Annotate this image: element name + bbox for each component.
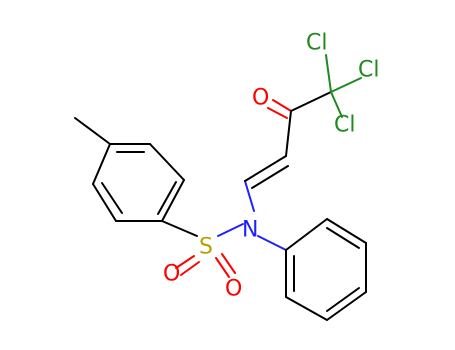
bond-c-cl-bottom bbox=[330, 91, 343, 118]
bond-ph-4 bbox=[326, 291, 367, 321]
bond-ring-3-inner bbox=[157, 181, 177, 215]
atom-label-o-sulfonyl-right: O bbox=[225, 277, 242, 302]
bond-s-n bbox=[217, 223, 244, 237]
bond-methyl-ring bbox=[74, 117, 111, 145]
atom-label-s: S bbox=[199, 235, 213, 260]
bond-s-o-left-2 bbox=[180, 261, 200, 276]
bond-vinyl-carbonyl bbox=[285, 110, 292, 157]
sulfonyl-group bbox=[161, 220, 244, 278]
bond-ph-4-inner bbox=[326, 287, 360, 312]
bond-ph-5 bbox=[285, 296, 328, 321]
bond-s-o-left-1 bbox=[175, 255, 195, 269]
bond-vinyl-double-2 bbox=[251, 165, 289, 189]
bond-co-1 bbox=[272, 99, 292, 112]
atom-label-o-sulfonyl-left: O bbox=[163, 262, 180, 287]
bond-vinyl-double-1 bbox=[244, 155, 287, 182]
atom-label-cl-bottom: Cl bbox=[334, 113, 355, 138]
atom-label-cl-right: Cl bbox=[358, 58, 379, 83]
bond-ph-1 bbox=[285, 218, 328, 251]
bond-c-cl-top bbox=[325, 54, 332, 93]
bond-c-cl-right bbox=[330, 77, 362, 93]
bond-ph-2-inner bbox=[326, 227, 360, 249]
bond-ring-6 bbox=[92, 143, 111, 185]
bond-n-vinyl bbox=[244, 180, 255, 212]
bond-ring-s bbox=[161, 220, 198, 237]
bond-s-o-right-1 bbox=[215, 257, 230, 278]
atom-label-o-ketone: O bbox=[252, 86, 269, 111]
atom-labels: Cl Cl Cl O N S O O bbox=[163, 31, 379, 302]
bond-s-o-right-2 bbox=[221, 253, 236, 274]
bond-n-phenyl bbox=[257, 235, 287, 251]
atom-label-cl-top: Cl bbox=[306, 31, 327, 56]
bond-ph-2 bbox=[326, 218, 367, 244]
bond-co-2 bbox=[267, 107, 288, 119]
bond-ring-2 bbox=[149, 143, 185, 181]
atom-label-n: N bbox=[242, 218, 258, 243]
bond-ring-3 bbox=[161, 179, 185, 222]
phenyl-ring bbox=[257, 218, 367, 321]
bond-ring-5 bbox=[92, 183, 117, 222]
bond-carbonyl-ccl3 bbox=[290, 91, 332, 112]
tolyl-ring bbox=[74, 117, 185, 222]
enone-chain bbox=[244, 54, 362, 212]
bond-ring-5-inner bbox=[101, 182, 123, 214]
